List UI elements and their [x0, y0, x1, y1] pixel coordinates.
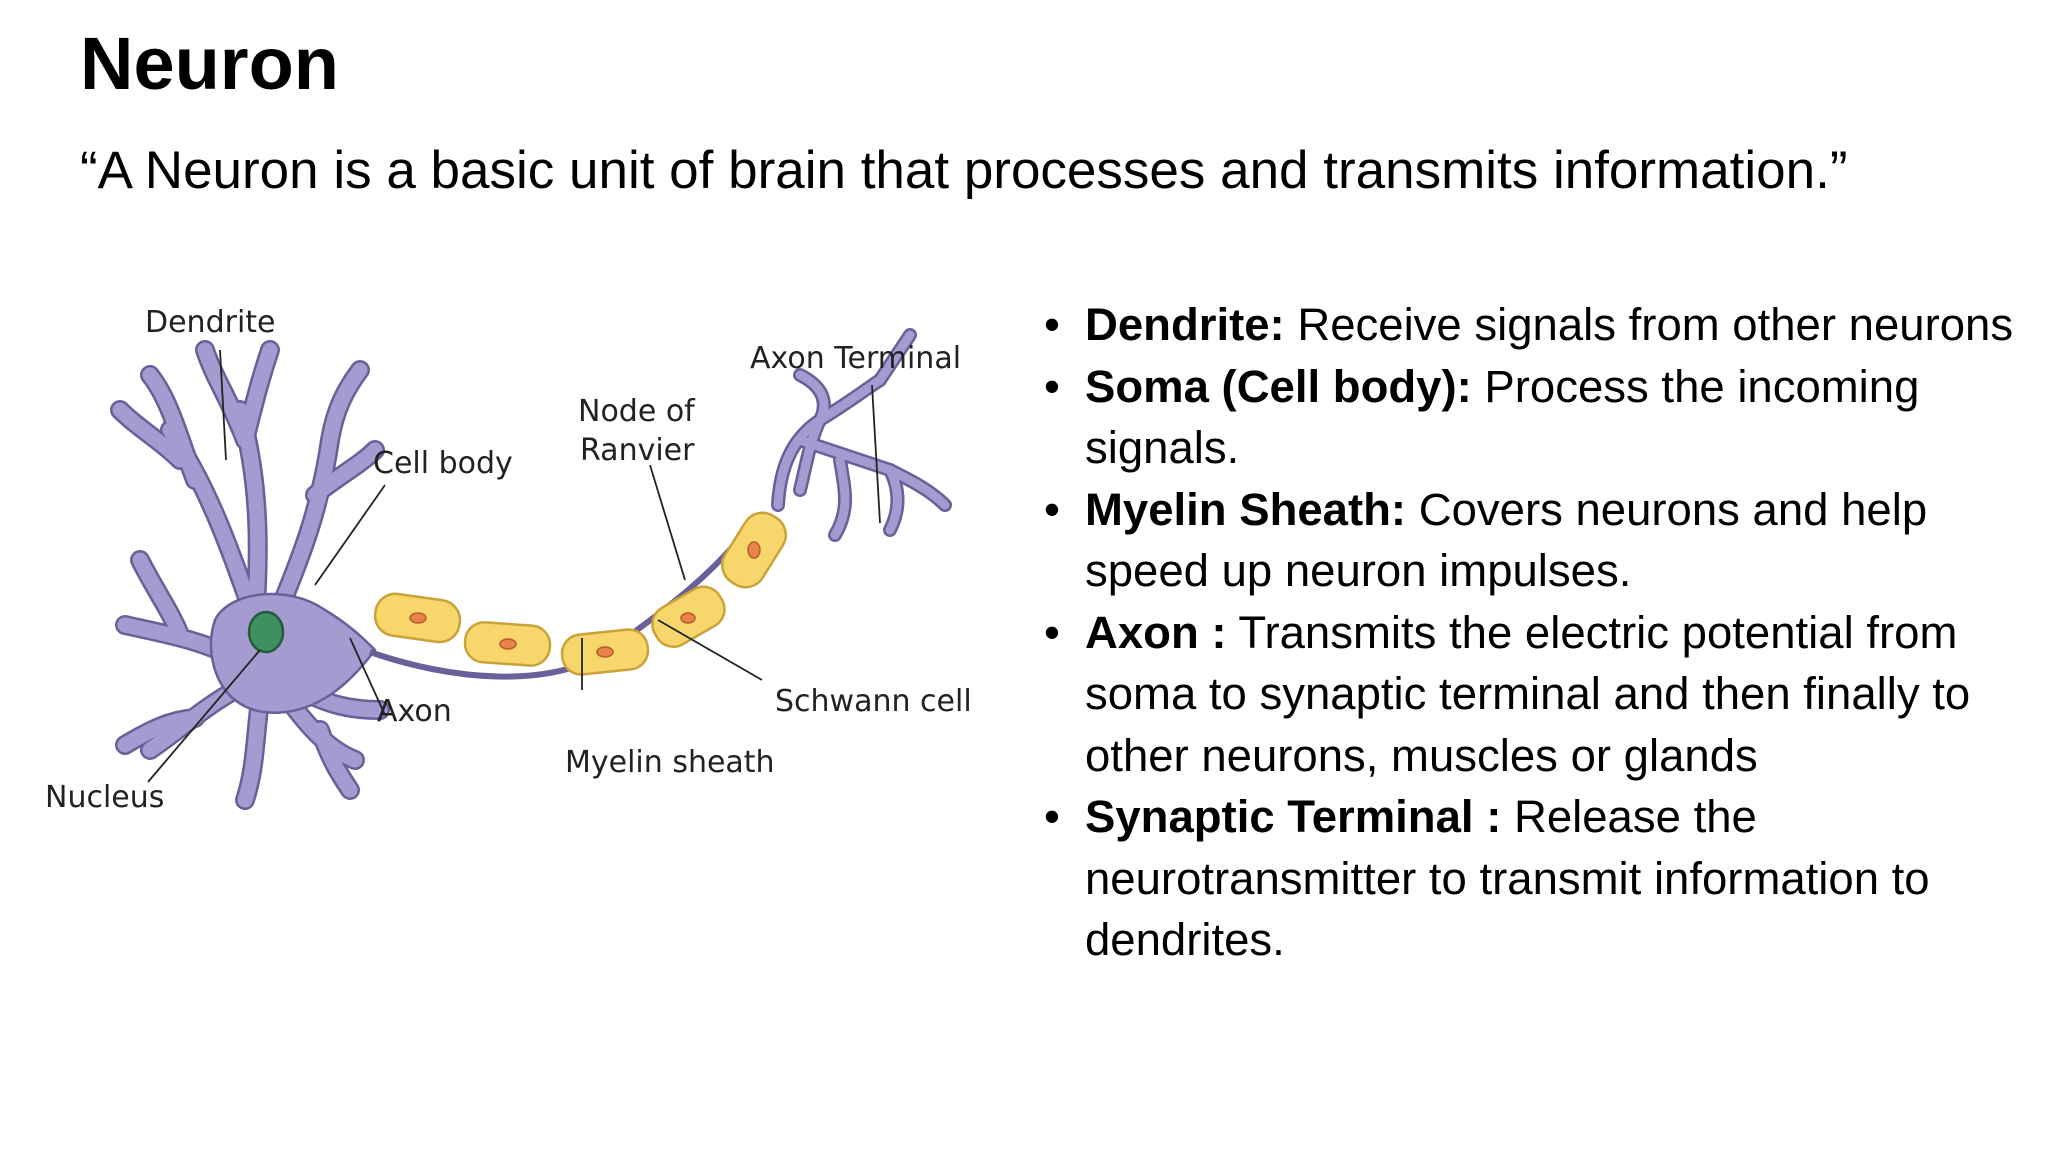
label-schwann-cell: Schwann cell — [775, 684, 972, 719]
bullet-item-synaptic-terminal: • Synaptic Terminal : Release the neurotr… — [1040, 786, 2025, 971]
schwann-nucleus — [409, 612, 427, 624]
label-node-of-ranvier-1: Node of — [578, 394, 696, 429]
bullet-item-myelin-sheath: • Myelin Sheath: Covers neurons and help … — [1040, 479, 2025, 602]
label-nucleus: Nucleus — [45, 780, 164, 815]
schwann-nuclei — [409, 541, 761, 658]
bullet-term: Soma (Cell body): — [1085, 360, 1472, 412]
bullet-dot-icon: • — [1044, 360, 1060, 412]
label-dendrite: Dendrite — [145, 305, 276, 340]
feature-bullet-list: • Dendrite: Receive signals from other ne… — [1040, 294, 2025, 971]
dendrite-branches — [110, 340, 390, 810]
schwann-nucleus — [499, 638, 517, 650]
label-myelin-sheath: Myelin sheath — [565, 745, 775, 780]
bullet-item-soma: • Soma (Cell body): Process the incoming … — [1040, 356, 2025, 479]
bullet-dot-icon: • — [1044, 791, 1060, 842]
schwann-nucleus — [680, 612, 696, 624]
slide-title: Neuron — [80, 22, 339, 105]
cell-body-shape — [209, 592, 377, 714]
schwann-nucleus — [747, 541, 761, 559]
bullet-text: Receive signals from other neurons — [1284, 299, 2014, 350]
leader-lines — [147, 349, 881, 783]
axon-terminal-branches — [771, 328, 952, 542]
definition-quote: “A Neuron is a basic unit of brain that … — [80, 141, 1848, 200]
myelin-sheath-segments — [373, 511, 788, 676]
bullet-dot-icon: • — [1044, 606, 1060, 658]
neuron-diagram-svg: Dendrite Axon Terminal Node of Ranvier C… — [45, 305, 972, 815]
schwann-nucleus — [596, 646, 614, 658]
bullet-text: Release the neurotransmitter to transmit… — [1085, 791, 1930, 965]
bullet-item-axon: • Axon : Transmits the electric potential… — [1040, 602, 2025, 787]
bullet-dot-icon: • — [1044, 299, 1060, 350]
bullet-text: Process the incoming signals. — [1085, 360, 1920, 474]
neuron-diagram: Dendrite Axon Terminal Node of Ranvier C… — [30, 290, 1020, 830]
nucleus-shape — [247, 610, 285, 654]
label-axon-terminal: Axon Terminal — [750, 341, 961, 376]
bullet-term: Axon : — [1085, 606, 1227, 658]
bullet-term: Dendrite: — [1085, 299, 1285, 350]
bullet-text: Covers neurons and help speed up neuron … — [1085, 483, 1928, 597]
bullet-term: Synaptic Terminal : — [1085, 791, 1502, 842]
label-axon: Axon — [377, 694, 452, 729]
label-cell-body: Cell body — [373, 446, 513, 481]
bullet-dot-icon: • — [1044, 483, 1060, 535]
bullet-item-dendrite: • Dendrite: Receive signals from other ne… — [1040, 294, 2025, 356]
label-node-of-ranvier-2: Ranvier — [580, 433, 695, 468]
bullet-text: Transmits the electric potential from so… — [1085, 606, 1971, 781]
bullet-term: Myelin Sheath: — [1085, 483, 1407, 535]
